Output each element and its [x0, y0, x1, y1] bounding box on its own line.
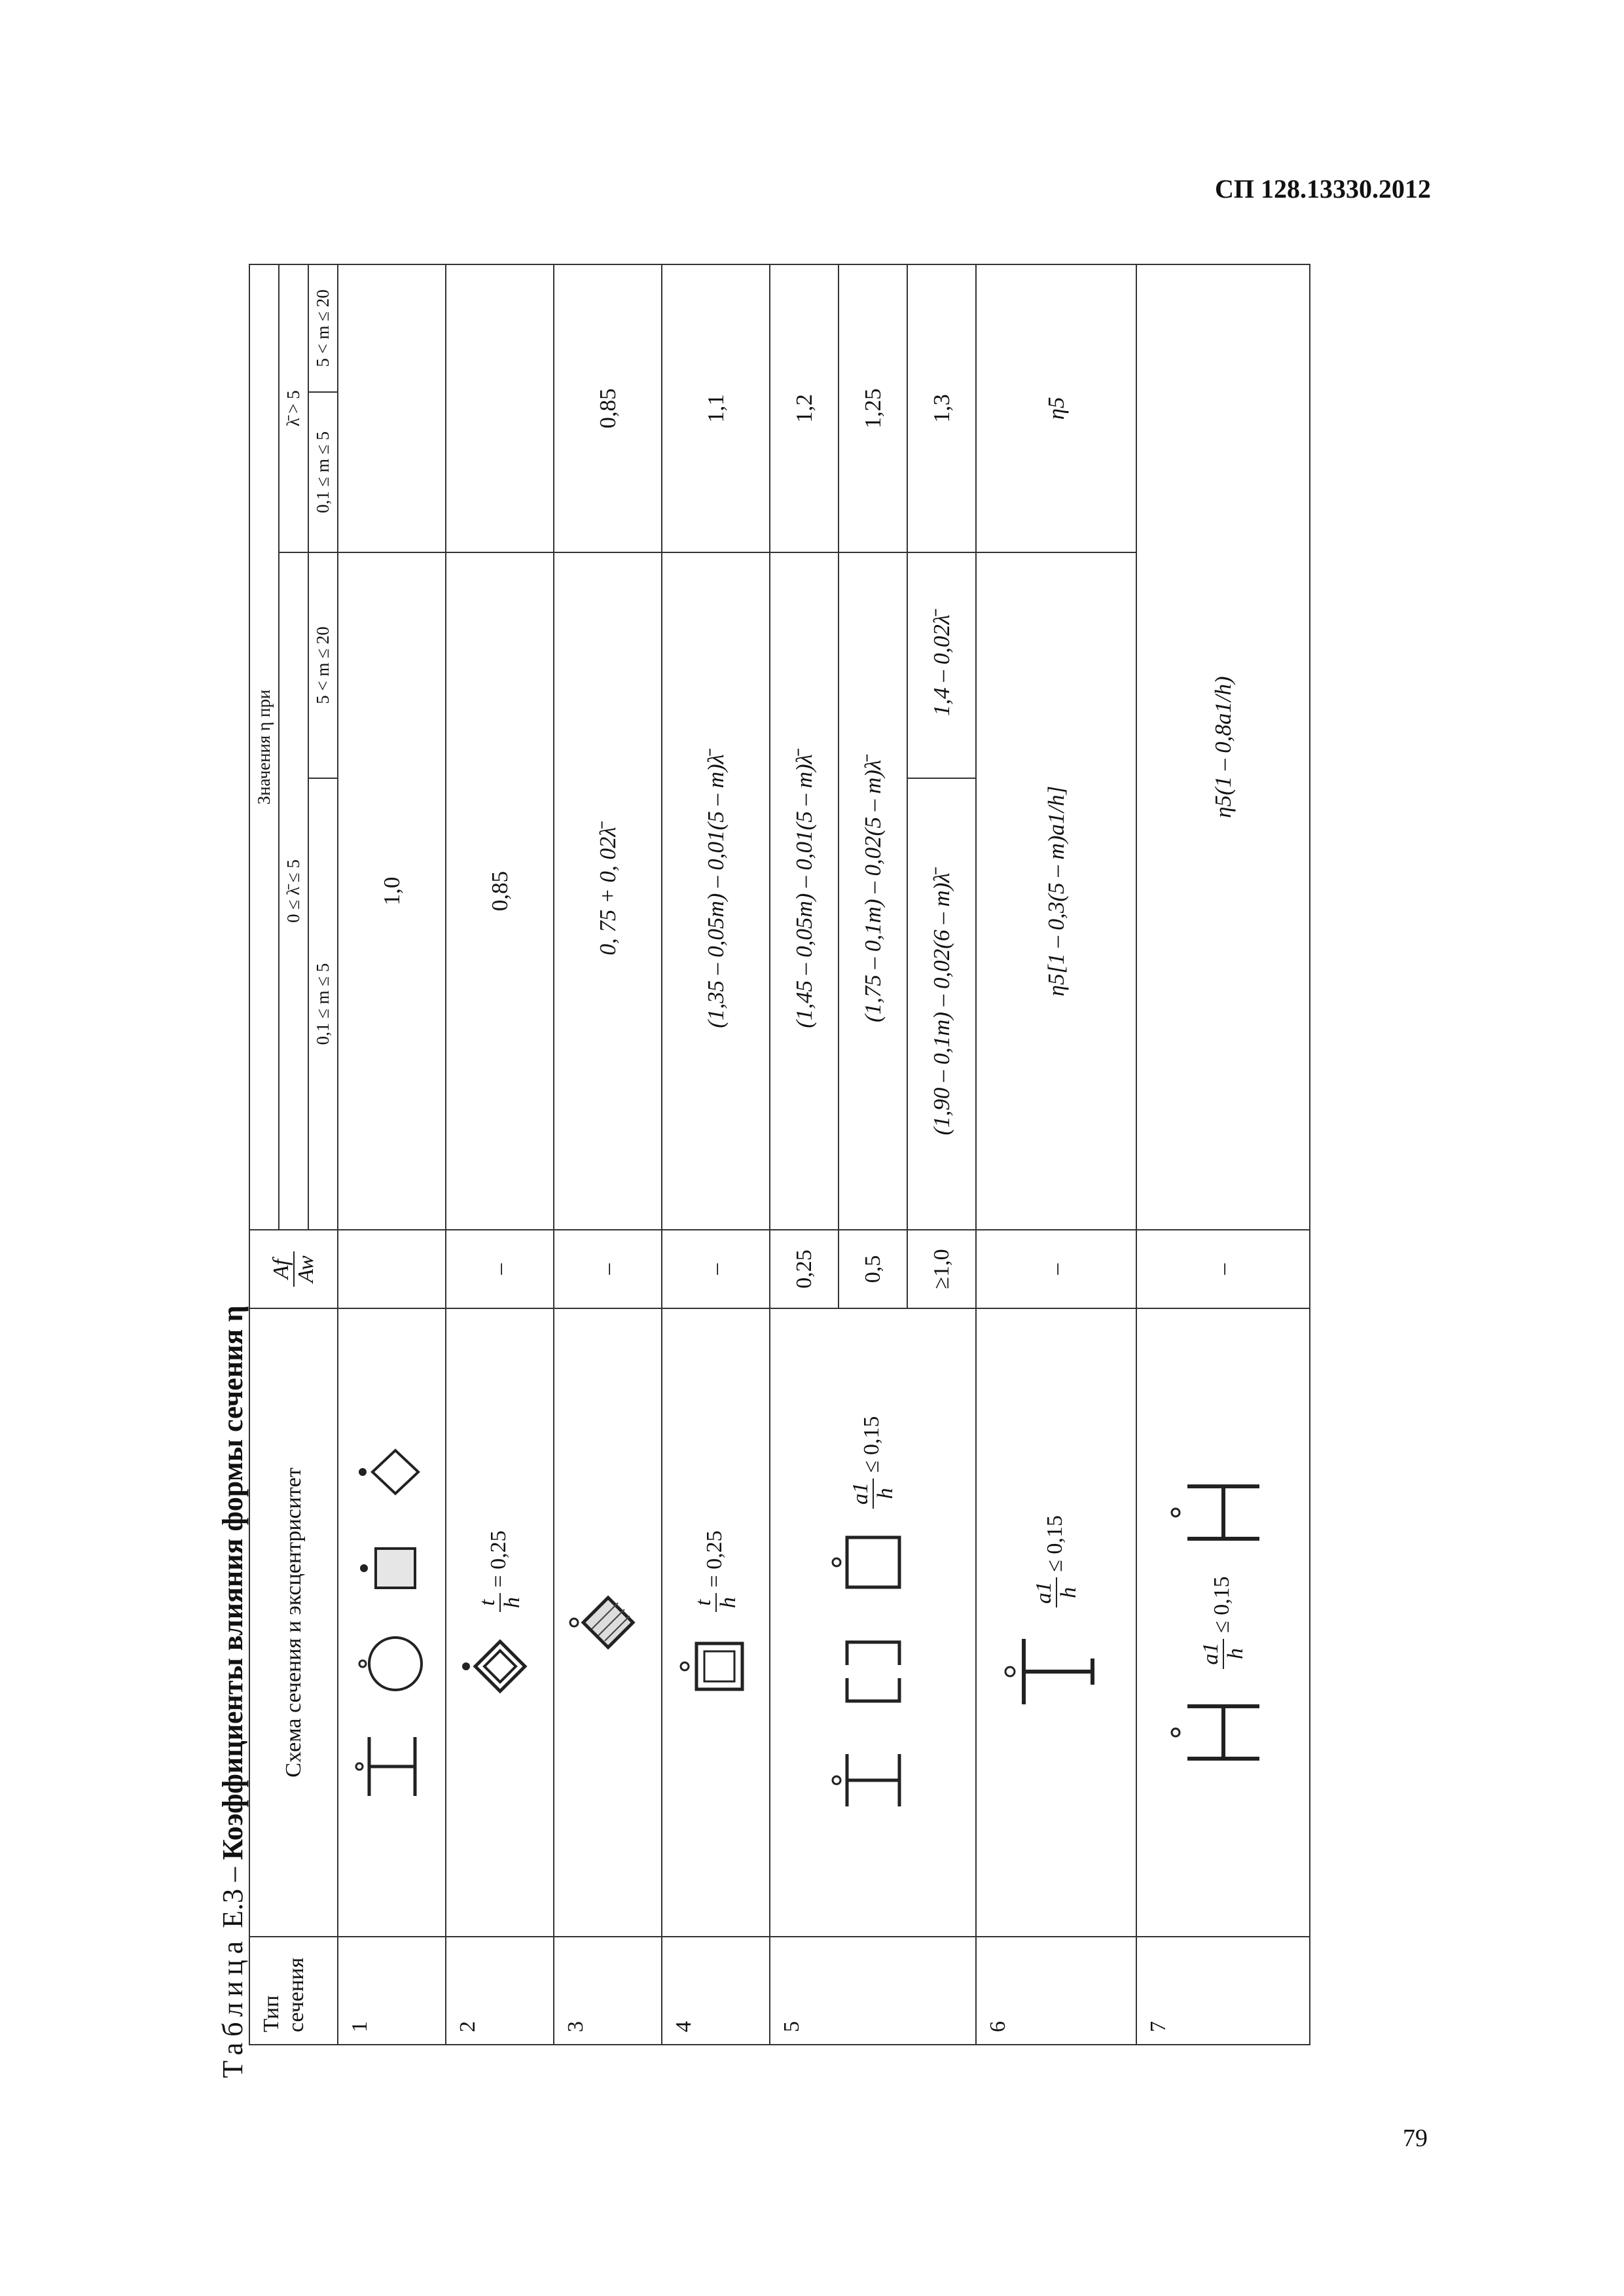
value-cell: 0,85 [554, 264, 662, 552]
value-cell: 1,25 [839, 264, 907, 552]
scheme-5-relation: ≤ 0,15 [859, 1416, 884, 1473]
row-ratio: – [976, 1230, 1136, 1308]
value-cell: 1,2 [770, 264, 839, 552]
col-header-m-low-1: 0,1 ≤ m ≤ 5 [308, 778, 338, 1230]
page-number: 79 [1403, 2125, 1428, 2152]
t-section-icon [1004, 1638, 1094, 1704]
solid-diamond-icon [358, 1448, 420, 1496]
scheme-3 [554, 1308, 662, 1937]
row-ratio: ≥1,0 [907, 1230, 976, 1308]
caption-number: Е.3 [217, 1888, 249, 1928]
formula-cell: (1,90 – 0,1m) – 0,02(6 – m)λ̄ [907, 778, 976, 1230]
row-type: 5 [770, 1937, 976, 2045]
col-header-values: Значения η при [249, 264, 279, 1230]
coefficient-table: Тип сечения Схема сечения и эксцентрисит… [249, 264, 1310, 2045]
row-type: 6 [976, 1937, 1136, 2045]
caption-dash: – [217, 1867, 249, 1882]
col-header-lambda-high: λ̄ > 5 [279, 264, 308, 552]
value-cell: 1,3 [907, 264, 976, 552]
row-ratio [338, 1230, 446, 1308]
table-caption: Таблица Е.3 – Коэффициенты влияния формы… [216, 1306, 249, 2078]
header-row-1: Тип сечения Схема сечения и эксцентрисит… [249, 264, 338, 2045]
scheme-4-relation: = 0,25 [702, 1530, 727, 1588]
table-row: 3 – 0, 75 + 0, 02λ̄ 0,85 [554, 264, 662, 2045]
row-type: 3 [554, 1937, 662, 2045]
rotated-table-area: Таблица Е.3 – Коэффициенты влияния формы… [216, 245, 1381, 2091]
h-section-icon [1170, 1484, 1259, 1541]
formula-cell: (1,35 – 0,05m) – 0,01(5 – m)λ̄ [662, 552, 770, 1230]
col-header-m-low-2: 0,1 ≤ m ≤ 5 [308, 392, 338, 552]
row-type: 2 [446, 1937, 554, 2045]
hollow-diamond-icon [461, 1639, 528, 1694]
hollow-box-icon [679, 1641, 744, 1691]
row-ratio: – [446, 1230, 554, 1308]
row-type: 1 [338, 1937, 446, 2045]
scheme-6-relation: ≤ 0,15 [1042, 1515, 1067, 1572]
circle-section-icon [358, 1636, 423, 1692]
value-cell-empty [446, 264, 554, 552]
formula-cell: (1,45 – 0,05m) – 0,01(5 – m)λ̄ [770, 552, 839, 1230]
col-header-type: Тип сечения [249, 1937, 338, 2045]
formula-cell-b: 1,4 – 0,02λ̄ [907, 552, 976, 778]
h-section-icon [1170, 1704, 1259, 1761]
row-ratio: 0,25 [770, 1230, 839, 1308]
col-header-lambda-low: 0 ≤ λ̄ ≤ 5 [279, 552, 308, 1230]
value-cell: 1,0 [338, 552, 446, 1230]
caption-title: Коэффициенты влияния формы сечения η [217, 1305, 249, 1860]
row-ratio: – [1136, 1230, 1310, 1308]
formula-cell: η5[1 – 0,3(5 – m)a1/h] [976, 552, 1136, 1230]
scheme-2-relation: = 0,25 [486, 1530, 511, 1588]
value-cell: 0,85 [446, 552, 554, 1230]
box-section-icon [831, 1535, 901, 1589]
formula-cell: 0, 75 + 0, 02λ̄ [554, 552, 662, 1230]
solid-square-icon [359, 1547, 416, 1589]
formula-cell: η5(1 – 0,8a1/h) [1136, 264, 1310, 1230]
value-cell: η5 [976, 264, 1136, 552]
i-section-icon [831, 1754, 901, 1807]
channel-pair-icon [845, 1640, 901, 1703]
col-header-m-high-1: 5 < m ≤ 20 [308, 552, 338, 778]
caption-label: Таблица [217, 1935, 249, 2078]
col-header-scheme: Схема сечения и эксцентриситет [249, 1308, 338, 1937]
value-cell-empty [338, 264, 446, 552]
value-cell: 1,1 [662, 264, 770, 552]
row-type: 7 [1136, 1937, 1310, 2045]
document-code: СП 128.13330.2012 [1215, 174, 1431, 204]
row-ratio: – [554, 1230, 662, 1308]
hatched-diamond-icon [569, 1595, 636, 1650]
row-ratio: 0,5 [839, 1230, 907, 1308]
col-header-m-high-2: 5 < m ≤ 20 [308, 264, 338, 392]
scheme-7-relation: ≤ 0,15 [1209, 1576, 1234, 1634]
formula-cell: (1,75 – 0,1m) – 0,02(5 – m)λ̄ [839, 552, 907, 1230]
scheme-1 [338, 1308, 446, 1937]
table-row: 1 1,0 [338, 264, 446, 2045]
i-beam-icon [355, 1736, 416, 1796]
row-type: 4 [662, 1937, 770, 2045]
row-ratio: – [662, 1230, 770, 1308]
